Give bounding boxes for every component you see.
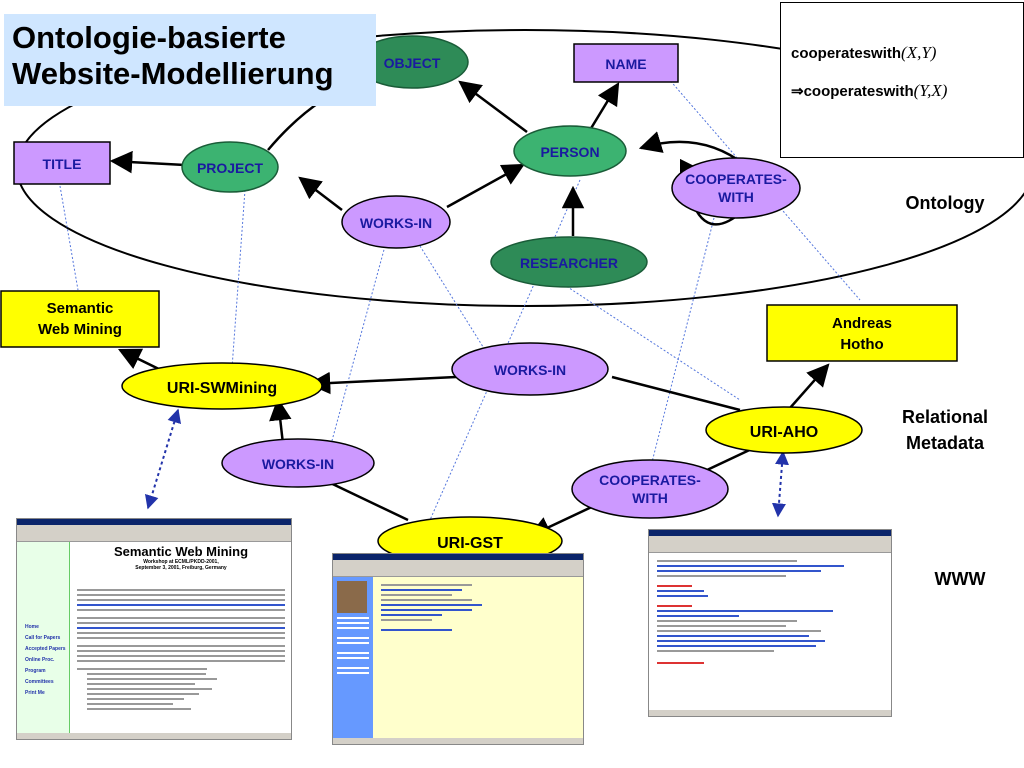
slide-title-line-2: Website-Modellierung	[12, 56, 334, 91]
node-uri-aho: URI-AHO	[705, 406, 863, 454]
node-object-label: OBJECT	[384, 55, 441, 71]
node-uri-swmining: URI-SWMining	[121, 362, 323, 410]
swm-menu: Home Call for Papers Accepted Papers Onl…	[17, 542, 69, 699]
swm-subheading-2: September 3, 2001, Freiburg, Germany	[135, 565, 227, 571]
slide-title-line-1: Ontologie-basierte	[12, 20, 286, 55]
swm-menu-item: Online Proc.	[25, 657, 55, 663]
node-project-label: PROJECT	[197, 160, 264, 176]
layer-label-ontology: Ontology	[905, 193, 985, 213]
node-semantic-web-mining-label-1: Semantic	[47, 300, 114, 317]
rule-args-2: (Y,X)	[913, 81, 948, 100]
swm-heading: Semantic Web Mining	[113, 544, 249, 559]
slide-title: Ontologie-basierte Website-Modellierung	[4, 14, 376, 106]
node-cooperates-with: COOPERATES- WITH	[671, 157, 801, 219]
node-title: TITLE	[13, 141, 111, 185]
node-person-label: PERSON	[540, 144, 599, 160]
node-semantic-web-mining: Semantic Web Mining	[0, 290, 160, 348]
layer-label-metadata-2: Metadata	[905, 433, 985, 453]
screenshot-person-page	[332, 553, 584, 745]
node-works-in-2-label: WORKS-IN	[494, 362, 566, 378]
swm-menu-item: Committees	[25, 679, 54, 685]
node-cooperates-with-label-1: COOPERATES-	[685, 171, 787, 187]
node-andreas-hotho: Andreas Hotho	[766, 304, 958, 362]
node-works-in-3-label: WORKS-IN	[262, 456, 334, 472]
node-person: PERSON	[513, 125, 627, 177]
node-uri-gst-label: URI-GST	[437, 535, 503, 552]
swm-menu-item: Print Me	[25, 690, 45, 696]
implies-symbol: ⇒	[791, 83, 804, 100]
node-name: NAME	[573, 43, 679, 83]
rule-line-2: ⇒cooperateswith(Y,X)	[791, 81, 1015, 101]
swm-menu-item: Accepted Papers	[25, 646, 66, 652]
swm-subheading-1: Workshop at ECML/PKDD-2001,	[143, 559, 219, 565]
node-cooperates-with-2-label-2: WITH	[632, 490, 668, 506]
rule-args-1: (X,Y)	[901, 43, 937, 62]
node-researcher: RESEARCHER	[490, 236, 648, 288]
swm-menu-item: Call for Papers	[25, 635, 61, 641]
node-works-in-label: WORKS-IN	[360, 215, 432, 231]
swm-menu-item: Home	[25, 624, 39, 630]
node-project: PROJECT	[181, 141, 279, 193]
node-cooperates-with-2-label-1: COOPERATES-	[599, 472, 701, 488]
node-andreas-hotho-label-1: Andreas	[832, 315, 892, 332]
node-uri-aho-label: URI-AHO	[750, 424, 818, 441]
layer-label-metadata-1: Relational	[901, 407, 989, 427]
rule-predicate-1: cooperateswith	[791, 45, 902, 62]
rule-line-1: cooperateswith(X,Y)	[791, 43, 1015, 63]
node-title-label: TITLE	[43, 156, 82, 172]
node-cooperates-with-label-2: WITH	[718, 189, 754, 205]
layer-label-metadata: Relational Metadata	[880, 404, 1010, 456]
symmetry-rule-box: cooperateswith(X,Y) ⇒cooperateswith(Y,X)	[780, 2, 1024, 158]
node-researcher-label: RESEARCHER	[520, 255, 618, 271]
node-andreas-hotho-label-2: Hotho	[840, 336, 883, 353]
node-works-in: WORKS-IN	[341, 195, 451, 249]
www-links	[144, 408, 789, 518]
person-photo	[337, 581, 367, 613]
node-cooperates-with-2: COOPERATES- WITH	[571, 459, 729, 519]
node-uri-swmining-label: URI-SWMining	[167, 380, 277, 397]
node-works-in-2: WORKS-IN	[451, 342, 609, 396]
node-semantic-web-mining-label-2: Web Mining	[38, 321, 122, 338]
screenshot-aho-page	[648, 529, 892, 717]
node-name-label: NAME	[605, 56, 646, 72]
swm-menu-item: Program	[25, 668, 46, 674]
node-works-in-3: WORKS-IN	[221, 438, 375, 488]
rule-predicate-2: cooperateswith	[803, 83, 914, 100]
layer-label-www: WWW	[934, 569, 986, 589]
node-object: OBJECT	[355, 35, 469, 89]
screenshot-swm-workshop: Home Call for Papers Accepted Papers Onl…	[16, 518, 292, 740]
